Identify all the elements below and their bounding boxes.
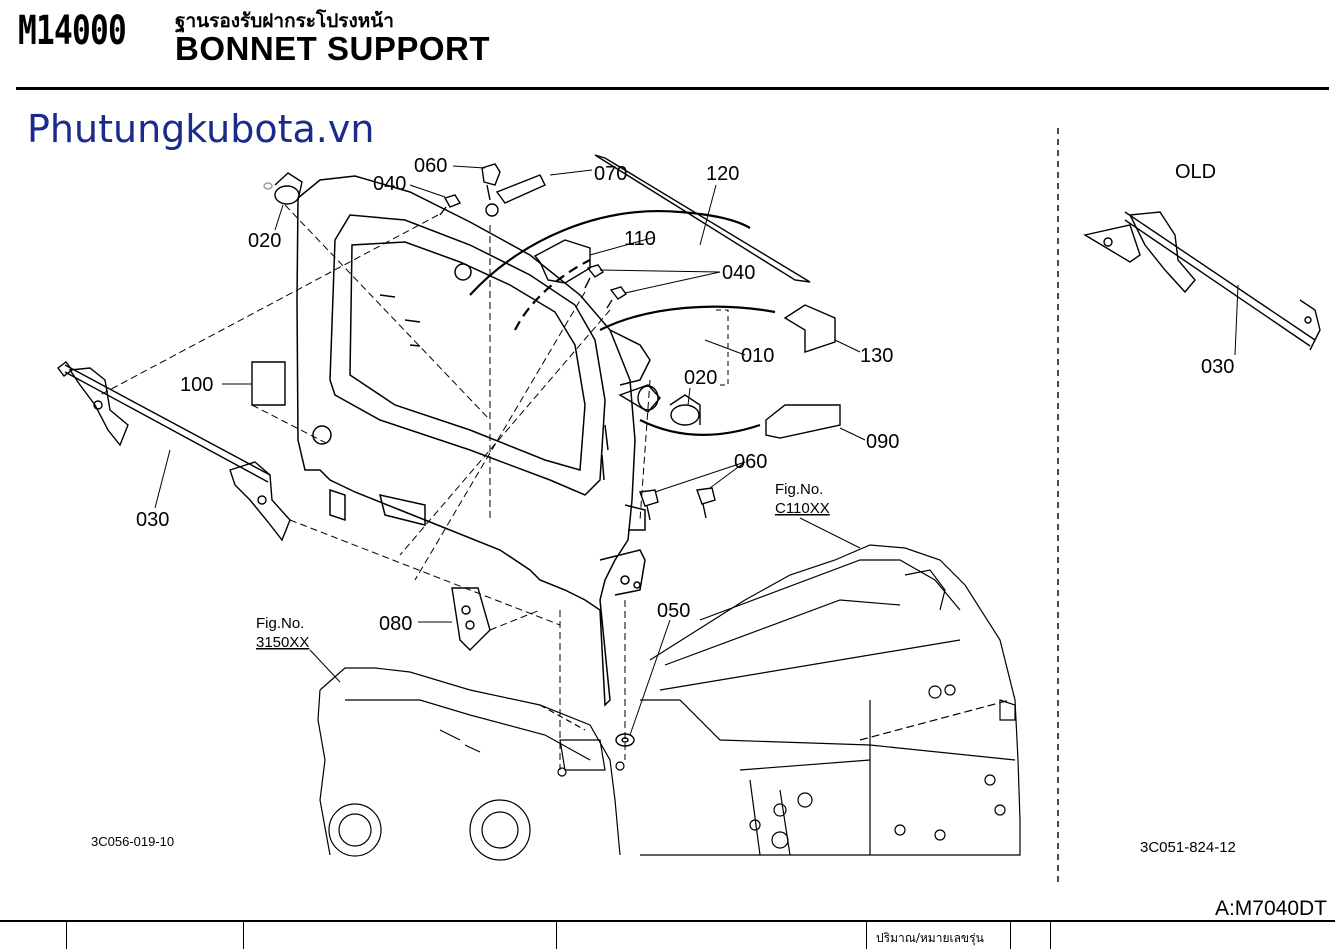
bolt-040-top [439,194,462,216]
cover-130 [783,304,836,353]
label-070: 070 [594,163,627,185]
bolt-040-right-a [584,264,605,289]
fig-ref-c110xx-line1: Fig.No. [775,481,823,498]
label-130: 130 [860,345,893,367]
table-col-divider [1010,922,1011,949]
illustration-code-old: 3C051-824-12 [1140,839,1236,856]
label-020-left: 020 [248,230,281,252]
page-code: M14000 [18,8,127,54]
label-040-right: 040 [722,262,755,284]
table-col-divider [243,922,244,949]
cover-110 [533,239,591,284]
support-rod-030 [57,361,291,542]
plate-080 [451,587,491,651]
table-col-divider [66,922,67,949]
label-050: 050 [657,600,690,622]
bolt-040-right-b [606,286,628,309]
label-100: 100 [180,374,213,396]
model-code: A:M7040DT [1214,897,1327,920]
table-col-divider [866,922,867,949]
label-110: 110 [624,228,656,250]
old-panel-label-030: 030 [1201,356,1234,378]
table-col-divider [556,922,557,949]
table-col-divider [1050,922,1051,949]
title-english: BONNET SUPPORT [175,30,491,67]
label-060-top: 060 [414,155,447,177]
plate-100 [251,361,286,406]
bolt-060-right-b [696,487,716,519]
strip-010 [469,210,776,436]
fig-ref-3150xx-line2: 3150XX [256,634,309,651]
header-divider [16,87,1329,90]
label-120: 120 [706,163,739,185]
label-080: 080 [379,613,412,635]
bonnet-support-frame [296,175,651,707]
table-header-quantity: ปริมาณ/หมายเลขรุ่น [876,931,984,945]
label-010: 010 [741,345,774,367]
title-thai: ฐานรองรับฝากระโปรงหน้า [175,10,394,32]
old-panel-title: OLD [1175,161,1216,183]
watermark: Phutungkubota.vn [27,107,375,151]
label-090: 090 [866,431,899,453]
cap-020-left [263,172,303,205]
illustration-code-main: 3C056-019-10 [91,834,174,849]
fig-ref-3150xx-line1: Fig.No. [256,615,304,632]
seal-strip-120 [594,154,811,283]
label-020-right: 020 [684,367,717,389]
transmission-housing-c110xx [640,544,1021,856]
leader-lines [154,165,1239,736]
cap-020-right [618,384,701,426]
parts-table-header: ปริมาณ/หมายเลขรุ่น [0,920,1335,949]
label-060-right: 060 [734,451,767,473]
washer-070 [485,203,499,217]
label-030: 030 [136,509,169,531]
bolt-060-top [481,163,501,201]
fig-ref-c110xx-line2: C110XX [775,500,830,517]
cover-090 [765,404,841,439]
label-040-top: 040 [373,173,406,195]
transmission-housing-3150xx [317,667,625,861]
bolt-060-right-a [639,489,659,521]
plate-070 [495,174,546,204]
old-support-rod-030 [1083,211,1321,351]
assembly-lines [99,204,651,770]
